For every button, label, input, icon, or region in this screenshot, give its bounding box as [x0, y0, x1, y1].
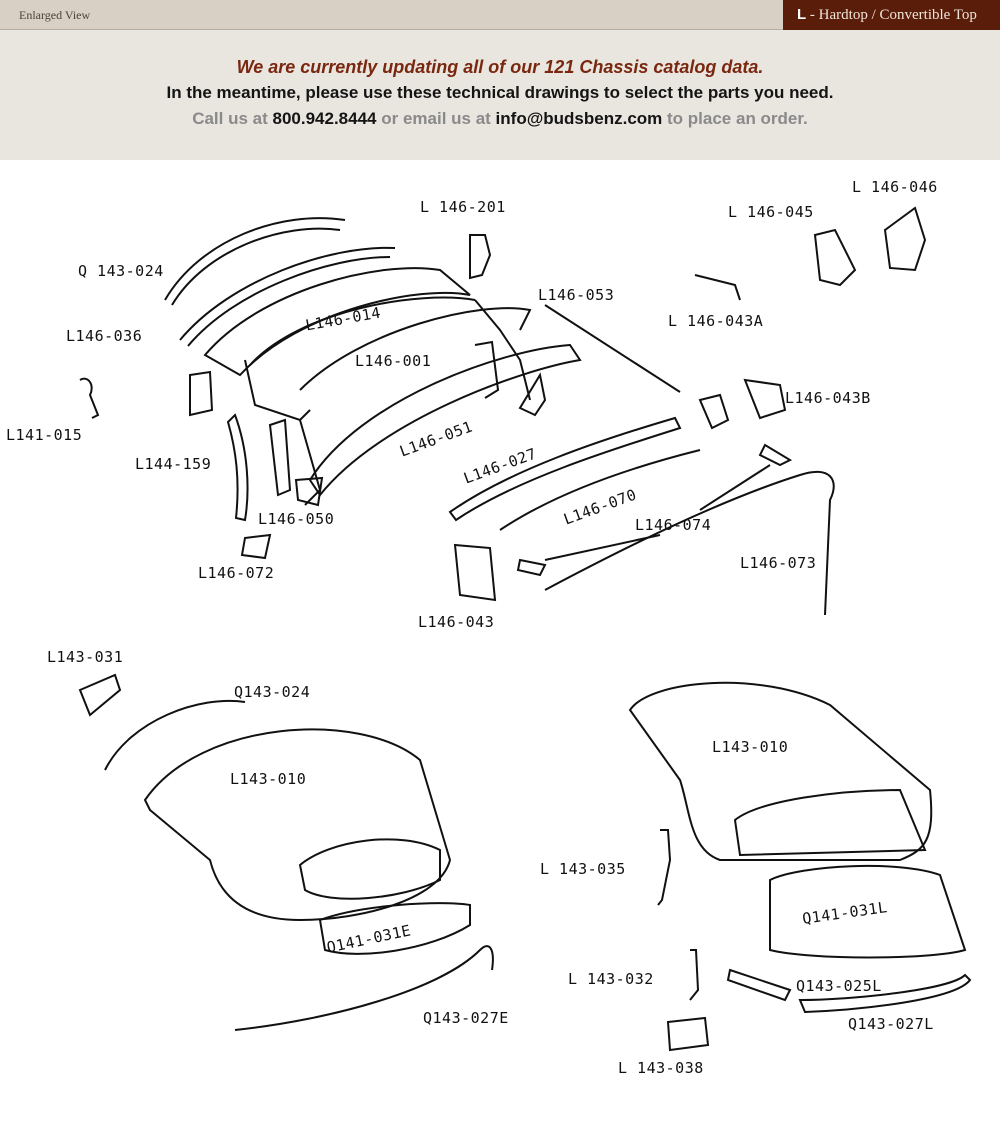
phone-number[interactable]: 800.942.8444	[272, 109, 377, 128]
enlarged-view-title: Enlarged View	[19, 8, 91, 22]
part-label[interactable]: L143-010	[712, 738, 789, 756]
part-label[interactable]: Q143-025L	[796, 977, 882, 995]
notice-headline: We are currently updating all of our 121…	[236, 57, 764, 77]
part-label[interactable]: L 146-043A	[668, 312, 764, 330]
part-label[interactable]: L 143-038	[618, 1059, 704, 1077]
section-name: - Hardtop / Convertible Top	[806, 7, 977, 23]
notice-contact: Call us at 800.942.8444 or email us at i…	[0, 109, 1000, 129]
section-letter: L	[797, 6, 807, 23]
part-label[interactable]: L143-010	[230, 770, 307, 788]
email-link[interactable]: info@budsbenz.com	[495, 109, 663, 128]
part-label[interactable]: L144-159	[135, 455, 212, 473]
notice-panel: We are currently updating all of our 121…	[0, 30, 1000, 160]
part-label[interactable]: L146-073	[740, 554, 817, 572]
part-label[interactable]: L 146-046	[852, 178, 938, 196]
part-label[interactable]: L 146-201	[420, 198, 506, 216]
part-label[interactable]: L146-050	[258, 510, 335, 528]
contact-text-c: to place an order.	[662, 109, 808, 128]
part-label[interactable]: L146-072	[198, 564, 275, 582]
part-label[interactable]: L 143-032	[568, 970, 654, 988]
diagram-artwork	[78, 206, 972, 1052]
section-tab[interactable]: L - Hardtop / Convertible Top	[783, 0, 1000, 30]
part-label[interactable]: Q143-027L	[848, 1015, 934, 1033]
part-label[interactable]: Q 143-024	[78, 262, 164, 280]
contact-text-b: or email us at	[376, 109, 496, 128]
part-label[interactable]: L146-074	[635, 516, 712, 534]
contact-text-a: Call us at	[192, 109, 273, 128]
part-label[interactable]: L146-043	[418, 613, 495, 631]
part-label[interactable]: L146-053	[538, 286, 615, 304]
part-label[interactable]: L146-001	[355, 352, 432, 370]
parts-diagram: L 146-046 L 146-201 L 146-045 Q 143-024 …	[0, 160, 1000, 1137]
part-label[interactable]: L146-036	[66, 327, 143, 345]
part-label[interactable]: L143-031	[47, 648, 124, 666]
notice-instructions: In the meantime, please use these techni…	[166, 83, 834, 102]
part-label[interactable]: Q143-027E	[423, 1009, 509, 1027]
part-label[interactable]: L141-015	[6, 426, 83, 444]
top-bar: Enlarged View L - Hardtop / Convertible …	[0, 0, 1000, 30]
part-label[interactable]: L146-043B	[785, 389, 871, 407]
part-label[interactable]: L 146-045	[728, 203, 814, 221]
part-label[interactable]: Q143-024	[234, 683, 311, 701]
part-label[interactable]: L 143-035	[540, 860, 626, 878]
